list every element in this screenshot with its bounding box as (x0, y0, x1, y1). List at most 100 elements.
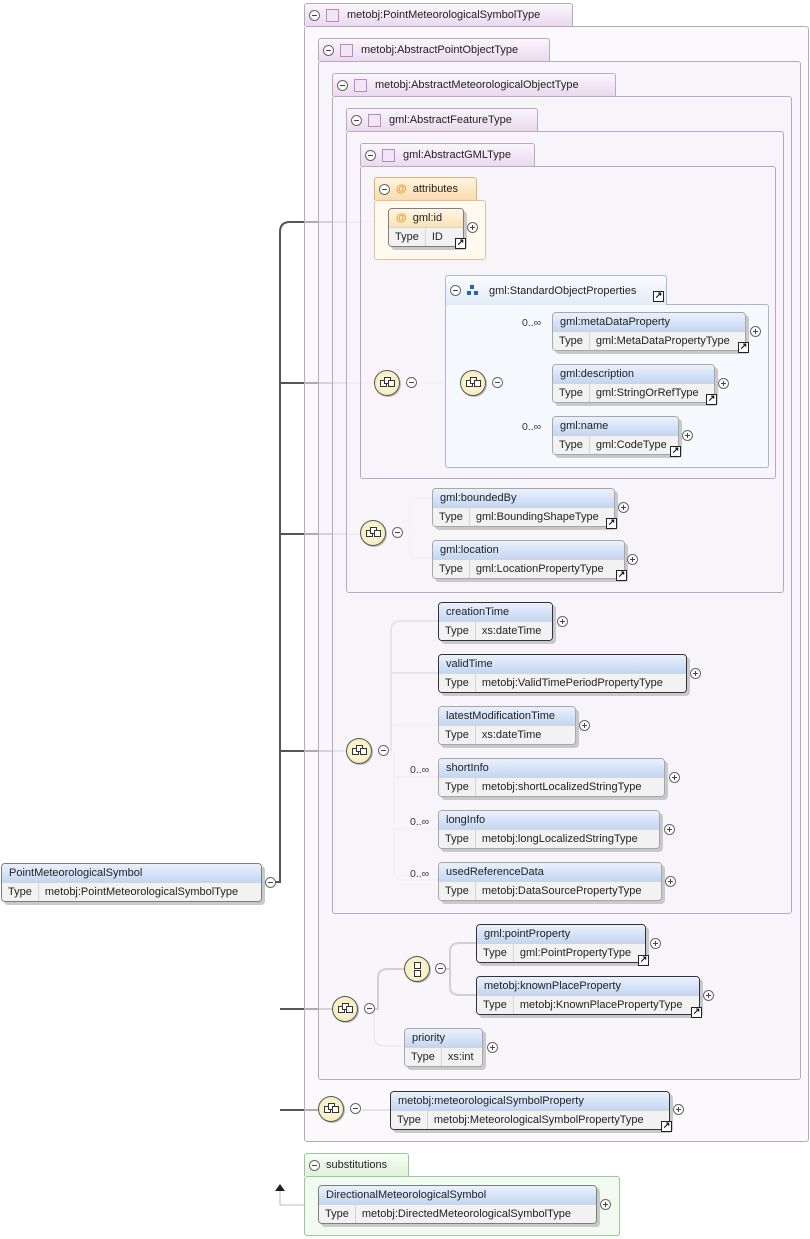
sequence-compositor-1[interactable] (374, 370, 400, 396)
collapse-icon[interactable] (265, 877, 276, 888)
frame-title: gml:AbstractGMLType (403, 149, 511, 161)
jump-to-type-icon[interactable] (616, 570, 627, 581)
expand-icon[interactable] (627, 554, 638, 565)
expand-icon[interactable] (703, 990, 714, 1001)
jump-to-type-icon[interactable] (706, 394, 717, 405)
jump-to-type-icon[interactable] (691, 1007, 702, 1018)
tab-attributes[interactable]: @ attributes (374, 177, 477, 200)
type-key: Type (439, 674, 476, 692)
expand-icon[interactable] (600, 1199, 611, 1210)
expand-icon[interactable] (665, 876, 676, 887)
element-name: DirectionalMeteorologicalSymbol (319, 1186, 596, 1204)
expand-icon[interactable] (718, 378, 729, 389)
tab-substitutions[interactable]: substitutions (304, 1153, 409, 1176)
attribute-icon: @ (396, 212, 407, 224)
tab-abstract-point-object-type[interactable]: metobj:AbstractPointObjectType (318, 38, 550, 61)
element-type: metobj:DataSourcePropertyType (481, 885, 642, 897)
collapse-icon[interactable] (378, 745, 389, 756)
element-type: gml:StringOrRefType (595, 387, 699, 399)
element-type: metobj:longLocalizedStringType (481, 833, 638, 845)
jump-to-type-icon[interactable] (638, 955, 649, 966)
type-key: Type (433, 560, 470, 578)
expand-icon[interactable] (557, 616, 568, 627)
expand-icon[interactable] (750, 326, 761, 337)
sequence-compositor-3[interactable] (346, 738, 372, 764)
collapse-icon[interactable] (309, 9, 320, 21)
collapse-icon[interactable] (435, 963, 446, 974)
type-key: Type (439, 778, 476, 796)
occurrence-label: 0..∞ (522, 317, 542, 329)
element-name: gml:pointProperty (477, 925, 645, 943)
tab-abstract-meteorological-object-type[interactable]: metobj:AbstractMeteorologicalObjectType (332, 73, 616, 96)
collapse-icon[interactable] (364, 1003, 375, 1014)
collapse-icon[interactable] (351, 114, 362, 126)
expand-icon[interactable] (467, 222, 478, 233)
collapse-icon[interactable] (323, 44, 334, 56)
complex-type-icon (326, 8, 339, 22)
collapse-icon[interactable] (450, 285, 461, 296)
element-name: metobj:meteorologicalSymbolProperty (391, 1092, 669, 1110)
choice-compositor[interactable] (404, 956, 430, 982)
expand-icon[interactable] (673, 1104, 684, 1115)
expand-icon[interactable] (690, 668, 701, 679)
element-meteorological-symbol-property[interactable]: metobj:meteorologicalSymbolProperty Type… (390, 1091, 670, 1130)
sequence-compositor-standard-properties[interactable] (460, 370, 486, 396)
element-type: metobj:KnownPlacePropertyType (519, 999, 683, 1011)
tab-point-symbol-type[interactable]: metobj:PointMeteorologicalSymbolType (304, 3, 573, 26)
jump-to-type-icon[interactable] (738, 342, 749, 353)
element-type: ID (431, 231, 443, 243)
expand-icon[interactable] (579, 720, 590, 731)
element-type: gml:LocationPropertyType (475, 563, 604, 575)
jump-to-type-icon[interactable] (661, 1121, 672, 1132)
collapse-icon[interactable] (392, 527, 403, 538)
expand-icon[interactable] (618, 502, 629, 513)
tab-abstract-gml-type[interactable]: gml:AbstractGMLType (360, 143, 535, 166)
collapse-icon[interactable] (379, 183, 390, 195)
complex-type-icon (340, 43, 353, 57)
expand-icon[interactable] (682, 430, 693, 441)
element-type: metobj:ValidTimePeriodPropertyType (481, 677, 663, 689)
collapse-icon[interactable] (492, 377, 503, 388)
collapse-icon[interactable] (337, 79, 348, 91)
expand-icon[interactable] (664, 824, 675, 835)
element-valid-time[interactable]: validTime Type metobj:ValidTimePeriodProp… (438, 654, 687, 693)
type-key: Type (439, 622, 476, 640)
type-key: Type (319, 1205, 356, 1223)
element-name: validTime (439, 655, 686, 673)
expand-icon[interactable] (487, 1042, 498, 1053)
jump-to-type-icon[interactable] (606, 518, 617, 529)
jump-to-type-icon[interactable] (455, 238, 466, 249)
sequence-compositor-4[interactable] (332, 996, 358, 1022)
sequence-compositor-5[interactable] (318, 1096, 344, 1122)
type-key: Type (405, 1048, 442, 1066)
collapse-icon[interactable] (406, 377, 417, 388)
jump-to-type-icon[interactable] (653, 291, 664, 302)
sequence-compositor-2[interactable] (360, 520, 386, 546)
expand-icon[interactable] (650, 938, 661, 949)
attribute-icon: @ (396, 183, 407, 195)
collapse-icon[interactable] (365, 149, 376, 161)
collapse-icon[interactable] (350, 1103, 361, 1114)
tab-standard-object-properties[interactable]: gml:StandardObjectProperties (445, 275, 667, 305)
sequence-icon (338, 1003, 353, 1015)
expand-icon[interactable] (669, 772, 680, 783)
collapse-icon[interactable] (309, 1159, 320, 1171)
tab-abstract-feature-type[interactable]: gml:AbstractFeatureType (346, 108, 538, 131)
jump-to-type-icon[interactable] (670, 446, 681, 457)
